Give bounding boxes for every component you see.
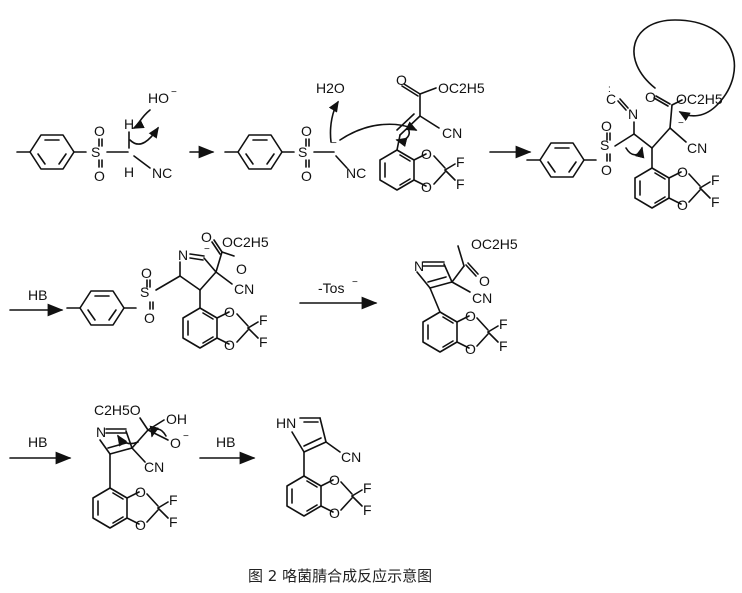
nitrogen-label: N (96, 424, 106, 440)
fluorine-label: F (169, 492, 178, 508)
tetrahedral-intermediate: C2H5O N OH O − CN O O F F (92, 402, 189, 533)
fluorine-label: F (169, 514, 178, 530)
ring-oxygen-label: O (677, 164, 688, 180)
curved-arrow (339, 121, 418, 141)
nitrile-label: CN (341, 449, 361, 465)
carbonyl-oxygen-label: O (396, 72, 407, 88)
ring-oxygen-label: O (224, 337, 235, 353)
fluorine-label: F (456, 176, 465, 192)
tosmic-molecule: S O O H H NC HO − (16, 87, 177, 184)
figure-caption: 图 2 咯菌腈合成反应示意图 (248, 567, 432, 585)
sulfonyl-oxygen-label: O (601, 118, 612, 134)
carbonyl-oxygen-label: O (236, 261, 247, 277)
sulfur-label: S (600, 137, 609, 153)
ring-oxygen-label: O (224, 304, 235, 320)
sulfur-label: S (298, 144, 307, 160)
nitrile-label: CN (442, 125, 462, 141)
hydrogen-label: H (124, 164, 134, 180)
nitrile-label: CN (234, 281, 254, 297)
nitrogen-label: N (414, 258, 424, 274)
svg-text:−: − (171, 87, 177, 98)
hydroxyl-label: OH (166, 411, 187, 427)
alkene-molecule: O OC2H5 CN O O F F (379, 72, 485, 195)
adduct-molecule: C : N S O O O OC2H5 − CN O O F F (526, 19, 736, 213)
nitrile-label: CN (472, 290, 492, 306)
ring-oxygen-label: O (465, 341, 476, 357)
nitrile-label: CN (687, 140, 707, 156)
ring-oxygen-label: O (421, 146, 432, 162)
nitrogen-label: N (628, 106, 638, 122)
ring-oxygen-label: O (465, 308, 476, 324)
isocyanide-label: NC (346, 165, 366, 181)
curved-arrow (129, 126, 159, 145)
svg-text:−: − (352, 277, 358, 288)
reagent-tos-label: -Tos (318, 280, 344, 296)
sulfonyl-oxygen-label: O (141, 265, 152, 281)
sulfonyl-oxygen-label: O (94, 123, 105, 139)
svg-text:−: − (331, 138, 337, 149)
ring-oxygen-label: O (329, 505, 340, 521)
ring-oxygen-label: O (421, 179, 432, 195)
ester-label: OC2H5 (471, 236, 518, 252)
water-label: H2O (316, 80, 345, 96)
ring-oxygen-label: O (677, 197, 688, 213)
alkoxide-oxygen-label: O (170, 435, 181, 451)
reagent-hb-label: HB (216, 434, 235, 450)
carbonyl-oxygen-label: O (645, 89, 656, 105)
pyrrole-nh-label: HN (276, 415, 296, 431)
nitrogen-label: N (178, 247, 188, 263)
carbonyl-oxygen-label: O (201, 229, 212, 245)
fluorine-label: F (456, 154, 465, 170)
fluorine-label: F (499, 316, 508, 332)
ring-oxygen-label: O (135, 517, 146, 533)
fluorine-label: F (711, 172, 720, 188)
water-label-group: H2O (316, 80, 345, 143)
curved-arrow (132, 109, 151, 129)
fluorine-label: F (499, 338, 508, 354)
pyrroline-intermediate: N O OC2H5 CN O O F F (414, 236, 518, 357)
carbonyl-oxygen-label: O (479, 273, 490, 289)
ethoxy-label: C2H5O (94, 402, 141, 418)
isocyanide-carbon-label: C (606, 91, 616, 107)
ester-label: OC2H5 (676, 91, 723, 107)
hydroxide-label: HO (148, 90, 169, 106)
fluorine-label: F (259, 334, 268, 350)
fluorine-label: F (363, 502, 372, 518)
fludioxonil-product: HN CN O O F F (276, 415, 372, 521)
fluorine-label: F (259, 312, 268, 328)
tosmic-anion-molecule: S O O − NC (224, 123, 366, 184)
sulfonyl-oxygen-label: O (301, 123, 312, 139)
cyclized-intermediate: S O O N − O O OC2H5 CN O O F F (66, 229, 269, 353)
curved-arrow (328, 100, 339, 143)
sulfonyl-oxygen-label: O (301, 168, 312, 184)
curved-arrow (633, 19, 736, 122)
curved-arrow (625, 146, 645, 159)
sulfonyl-oxygen-label: O (94, 168, 105, 184)
svg-text:−: − (183, 431, 189, 442)
sulfur-label: S (140, 284, 149, 300)
curved-arrow (117, 434, 139, 447)
reagent-hb-label: HB (28, 434, 47, 450)
curved-arrow (149, 425, 167, 438)
ring-oxygen-label: O (135, 484, 146, 500)
svg-text:−: − (678, 118, 684, 129)
sulfonyl-oxygen-label: O (601, 162, 612, 178)
sulfonyl-oxygen-label: O (144, 310, 155, 326)
sulfur-label: S (91, 144, 100, 160)
hydrogen-label: H (124, 116, 134, 132)
svg-text:−: − (204, 244, 210, 255)
isocyanide-label: NC (152, 165, 172, 181)
ester-label: OC2H5 (438, 80, 485, 96)
nitrile-label: CN (144, 459, 164, 475)
fluorine-label: F (711, 194, 720, 210)
svg-text::: : (608, 84, 611, 95)
ester-label: OC2H5 (222, 234, 269, 250)
ring-oxygen-label: O (329, 472, 340, 488)
fluorine-label: F (363, 480, 372, 496)
reagent-hb-label: HB (28, 287, 47, 303)
